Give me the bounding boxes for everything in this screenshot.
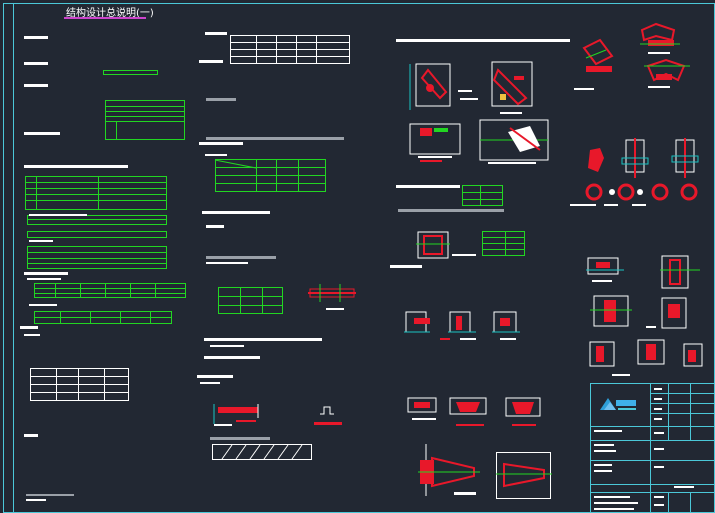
sheet-title: 结构设计总说明(一) xyxy=(66,8,154,19)
note-heading xyxy=(24,334,40,336)
note-heading xyxy=(24,36,48,39)
note-heading xyxy=(24,84,48,87)
weld-detail-middle xyxy=(213,284,356,426)
note-heading xyxy=(26,499,46,501)
steel-details-top xyxy=(396,39,570,164)
title-underline xyxy=(64,17,146,19)
steel-details-upper-right xyxy=(574,22,690,90)
middle-tables xyxy=(212,35,350,460)
note-heading xyxy=(24,132,60,135)
beam-column-joints xyxy=(404,311,552,499)
load-table xyxy=(30,368,129,401)
middle-green-tables xyxy=(214,159,326,314)
note-heading xyxy=(24,165,128,168)
note-heading xyxy=(26,494,74,496)
title-block-text xyxy=(594,388,694,510)
company-logo xyxy=(600,398,636,410)
section-table xyxy=(25,176,186,324)
note-heading xyxy=(24,434,38,437)
connection-table xyxy=(390,185,525,268)
general-notes-column xyxy=(20,36,128,501)
materials-table xyxy=(103,70,185,140)
note-heading xyxy=(24,272,68,275)
section-table-text xyxy=(27,214,87,306)
column-base-details xyxy=(570,138,699,206)
middle-notes xyxy=(197,32,344,440)
column-joints-right xyxy=(586,255,703,376)
note-heading xyxy=(20,326,38,329)
note-heading xyxy=(24,62,48,65)
